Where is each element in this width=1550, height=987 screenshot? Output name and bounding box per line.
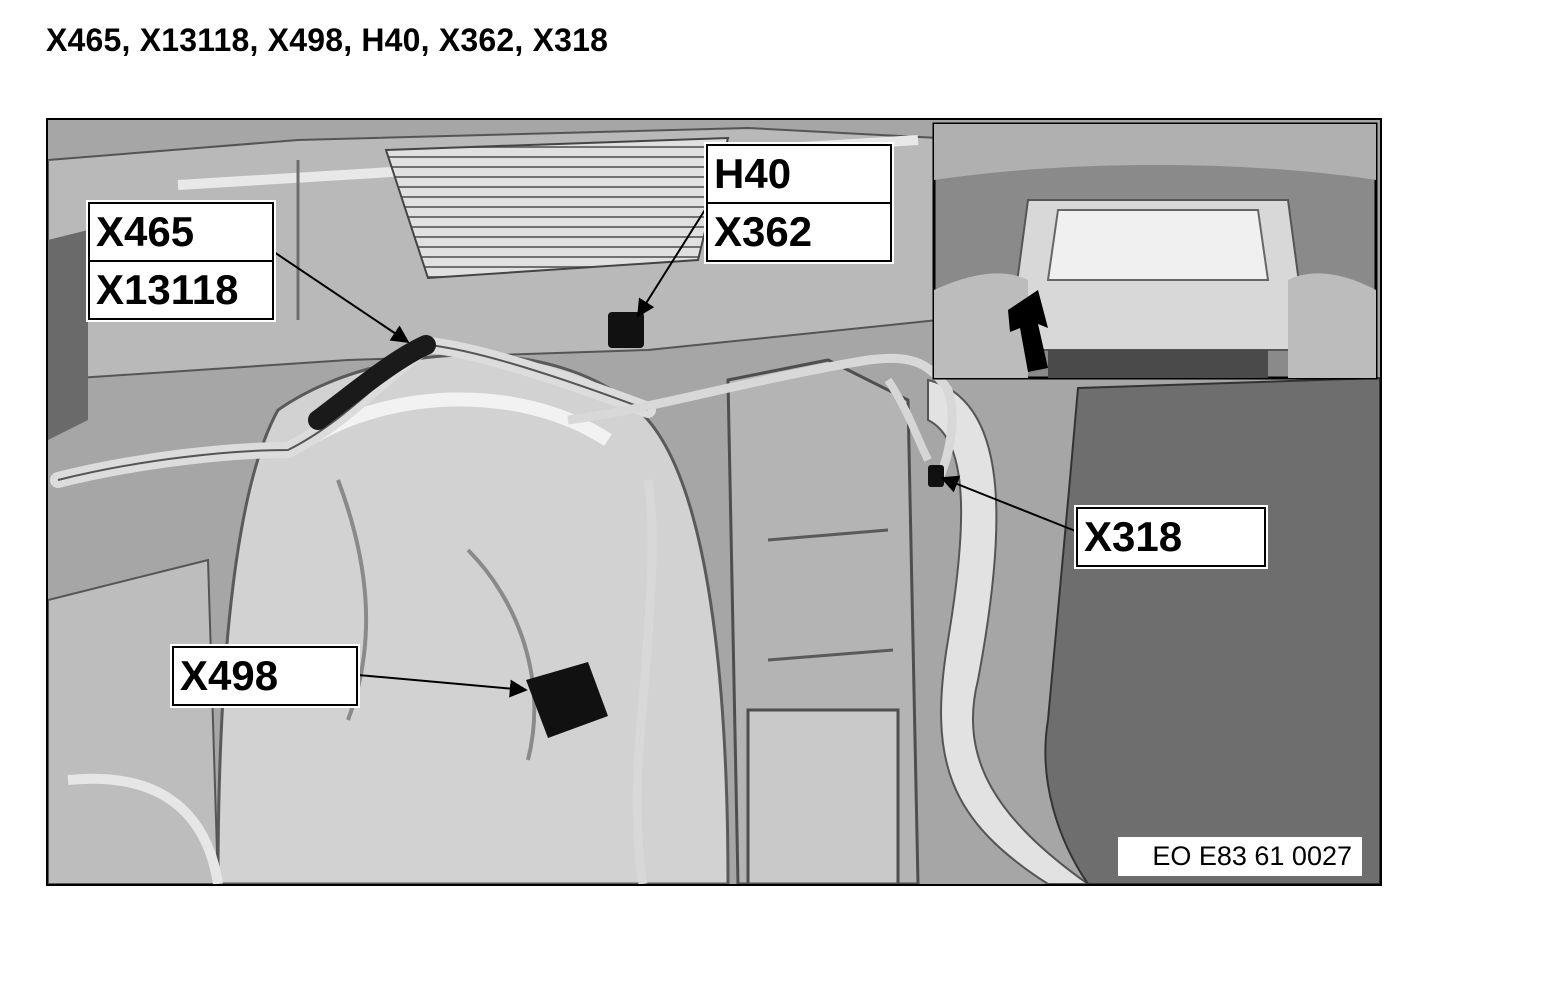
callout-x498: X498 — [172, 646, 358, 706]
callout-x465-x13118: X465 X13118 — [88, 202, 274, 320]
diagram-figure: X465 X13118 H40 X362 X318 X498 EO E83 61… — [46, 118, 1382, 886]
callout-h40-x362: H40 X362 — [706, 144, 892, 262]
label-x465: X465 — [90, 204, 272, 260]
inset-view — [934, 124, 1376, 378]
connector-h40-x362 — [608, 312, 644, 348]
label-x362: X362 — [708, 202, 890, 260]
label-h40: H40 — [708, 146, 890, 202]
figure-code: EO E83 61 0027 — [1118, 837, 1362, 876]
label-x498: X498 — [174, 648, 356, 704]
callout-x318: X318 — [1076, 507, 1266, 567]
carpet-panel — [1045, 378, 1380, 884]
label-x13118: X13118 — [90, 260, 272, 318]
left-trim — [48, 230, 88, 440]
page-title: X465, X13118, X498, H40, X362, X318 — [46, 22, 608, 59]
left-frame — [48, 560, 218, 884]
speaker-grille — [386, 138, 728, 278]
connector-x318 — [928, 465, 944, 487]
label-x318: X318 — [1078, 509, 1264, 565]
bracket-box — [748, 710, 898, 884]
